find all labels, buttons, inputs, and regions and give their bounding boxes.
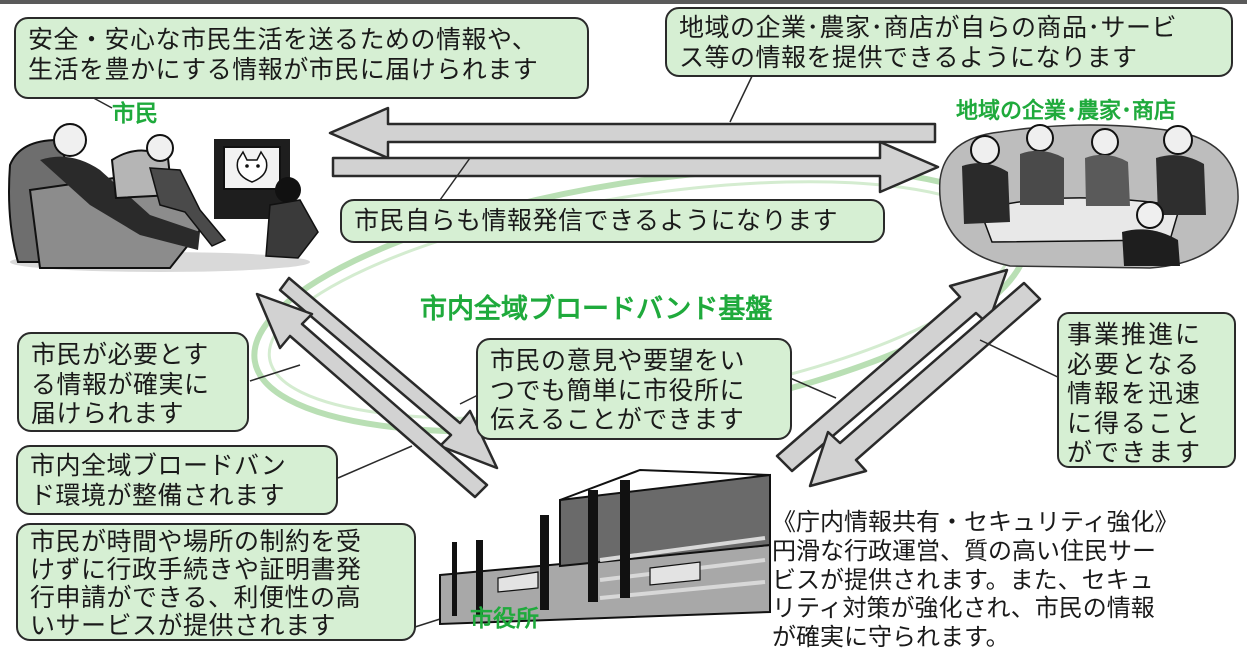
callout-line: 市内全域ブロードバン bbox=[30, 451, 287, 480]
callout-business-promo: 事業推進に 必要となる 情報を迅速 に得ること ができます bbox=[1057, 312, 1236, 468]
callout-citizen-info: 安全・安心な市民生活を送るための情報や、 生活を豊かにする情報が市民に届けられま… bbox=[14, 17, 589, 99]
callout-line: けずに行政手続きや証明書発 bbox=[30, 555, 362, 584]
callout-line: に得ること bbox=[1067, 408, 1203, 438]
security-note: 《庁内情報共有・セキュリティ強化》 円滑な行政運営、質の高い住民サー ビスが提供… bbox=[772, 508, 1179, 652]
callout-line: いサービスが提供されます bbox=[30, 611, 337, 640]
security-note-line: が確実に守られます。 bbox=[772, 623, 1010, 652]
callout-online-services: 市民が時間や場所の制約を受 けずに行政手続きや証明書発 行申請ができる、利便性の… bbox=[16, 523, 416, 641]
callout-line: 市民が時間や場所の制約を受 bbox=[30, 527, 362, 556]
callout-line: つでも簡単に市役所に bbox=[490, 375, 746, 405]
callout-line: ド環境が整備されます bbox=[30, 480, 286, 510]
callout-line: 市民の意見や要望をい bbox=[490, 346, 746, 375]
callout-line: 情報を迅速 bbox=[1067, 379, 1203, 408]
city-hall-label: 市役所 bbox=[470, 606, 539, 632]
security-note-line: リティ対策が強化され、市民の情報 bbox=[772, 594, 1155, 623]
callout-broadband-env: 市内全域ブロードバン ド環境が整備されます bbox=[16, 445, 338, 515]
citizen-label: 市民 bbox=[112, 101, 158, 127]
business-label: 地域の企業･農家･商店 bbox=[956, 99, 1177, 124]
callout-needed-info: 市民が必要とす る情報が確実に 届けられます bbox=[17, 332, 249, 432]
callout-line: 市民が必要とす bbox=[31, 340, 209, 369]
callout-line: ス等の情報を提供できるようになります bbox=[679, 42, 1138, 72]
arrow-business-to-cityhall bbox=[808, 281, 1042, 488]
callout-line: 地域の企業･農家･商店が自らの商品･サービ bbox=[679, 13, 1178, 42]
arrow-cityhall-to-citizen bbox=[255, 292, 489, 499]
callout-line: 市民自らも情報発信できるようになります bbox=[354, 206, 839, 235]
callout-line: 安全・安心な市民生活を送るための情報や、 bbox=[28, 25, 538, 54]
callout-business-info: 地域の企業･農家･商店が自らの商品･サービ ス等の情報を提供できるようになります bbox=[665, 7, 1233, 77]
arrow-cityhall-to-business bbox=[775, 268, 1009, 473]
arrow-business-to-citizen bbox=[328, 106, 937, 160]
citizen-family-illustration bbox=[8, 123, 319, 272]
callout-line: 事業推進に bbox=[1067, 320, 1203, 349]
security-note-heading: 《庁内情報共有・セキュリティ強化》 bbox=[772, 508, 1179, 536]
callout-line: 必要となる bbox=[1067, 349, 1202, 379]
callout-line: 伝えることができます bbox=[490, 405, 745, 434]
callout-line: ができます bbox=[1067, 438, 1203, 467]
security-note-line: 円滑な行政運営、質の高い住民サー bbox=[772, 536, 1156, 565]
business-meeting-illustration bbox=[938, 124, 1239, 269]
broadband-label: 市内全域ブロードバンド基盤 bbox=[420, 294, 773, 325]
callout-line: る情報が確実に bbox=[31, 369, 210, 399]
city-hall-building-illustration bbox=[439, 468, 771, 626]
callout-opinions: 市民の意見や要望をい つでも簡単に市役所に 伝えることができます bbox=[476, 338, 792, 440]
callout-line: 届けられます bbox=[31, 399, 185, 428]
callout-line: 生活を豊かにする情報が市民に届けられます bbox=[28, 54, 539, 84]
callout-line: 行申請ができる、利便性の高 bbox=[30, 583, 362, 612]
security-note-line: ビスが提供されます。また、セキュ bbox=[772, 565, 1154, 594]
arrow-citizen-to-business bbox=[331, 140, 940, 194]
top-border bbox=[0, 0, 1247, 4]
callout-citizen-send: 市民自らも情報発信できるようになります bbox=[340, 199, 885, 243]
